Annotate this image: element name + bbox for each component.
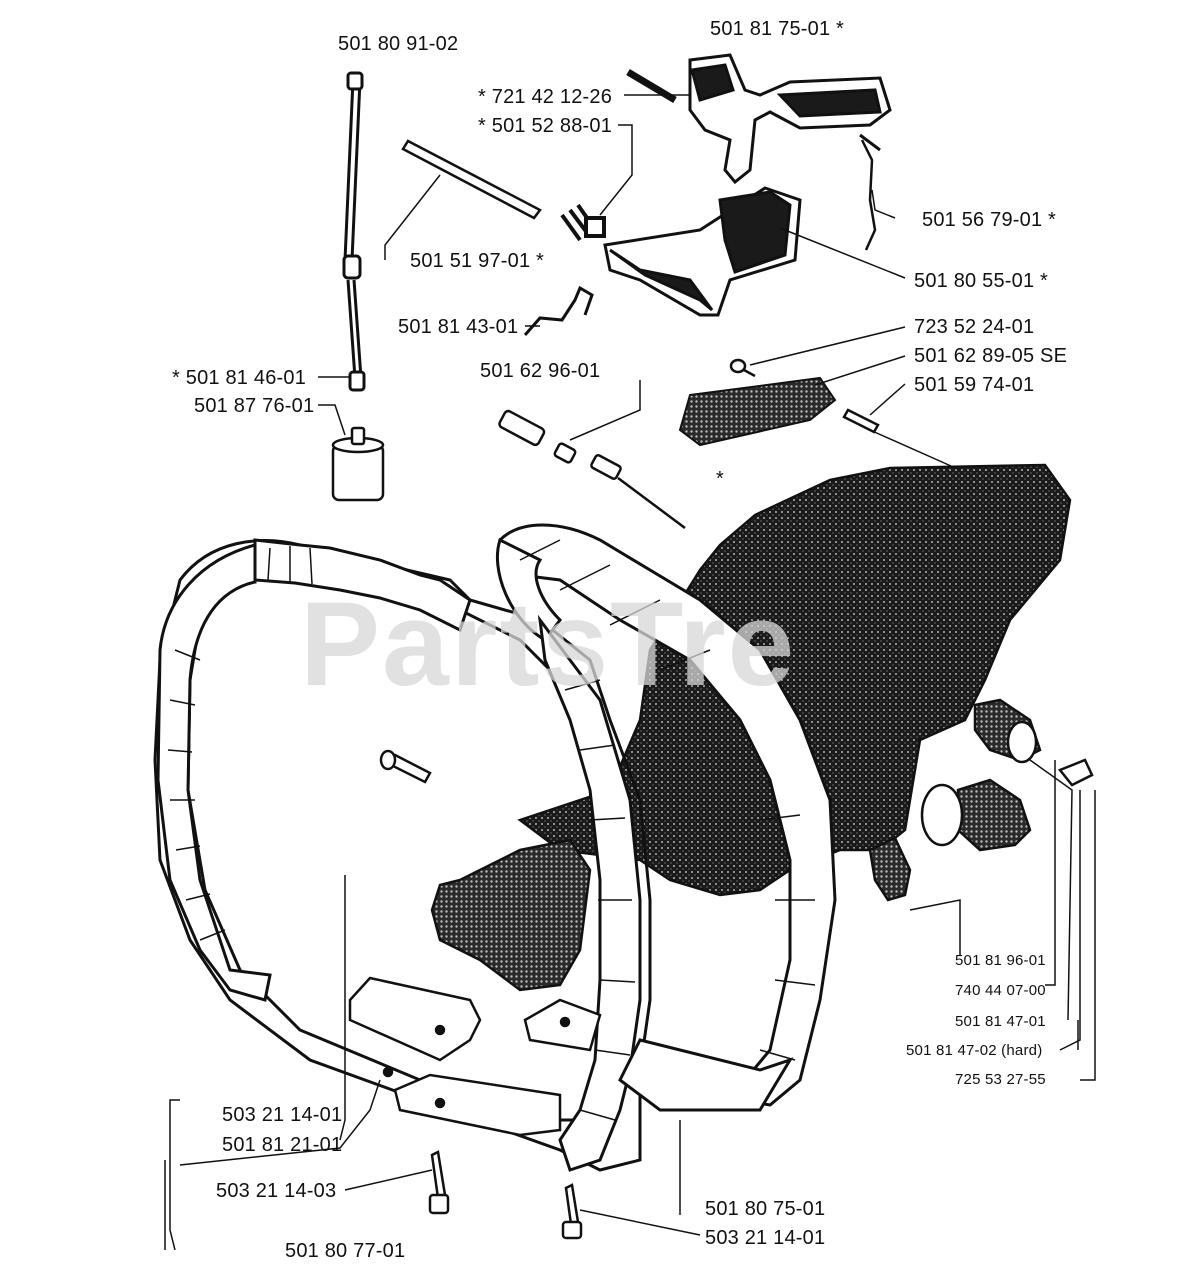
side-parts — [868, 698, 1094, 902]
wire-clip — [523, 285, 594, 336]
watermark: PartsTre — [300, 577, 797, 711]
valve-shaft — [498, 409, 686, 530]
handle-lever — [603, 186, 802, 317]
asterisk-marker: * — [716, 468, 724, 490]
part-label-501-81-43-01: 501 81 43-01 — [398, 316, 519, 338]
pin-part — [401, 139, 542, 220]
throttle-rod — [342, 71, 366, 392]
part-label-501-81-47-02-hard: 501 81 47-02 (hard) — [906, 1042, 1043, 1059]
part-label-740-44-07-00: 740 44 07-00 — [955, 982, 1046, 999]
part-label-501-81-75-01: 501 81 75-01 * — [710, 18, 845, 40]
cover-plate — [678, 376, 837, 447]
part-label-501-80-55-01: 501 80 55-01 * — [914, 270, 1049, 292]
throttle-trigger — [688, 53, 892, 185]
grip-ribs — [167, 539, 816, 1121]
part-label-501-56-79-01: 501 56 79-01 * — [922, 209, 1057, 231]
part-label-723-52-24-01: 723 52 24-01 — [914, 316, 1035, 338]
small-spring — [560, 203, 606, 242]
part-label-501-80-91-02: 501 80 91-02 — [338, 33, 459, 55]
part-label-503-21-14-01-bottom: 503 21 14-01 — [705, 1227, 826, 1249]
part-label-501-80-75-01: 501 80 75-01 — [705, 1198, 826, 1220]
mount-bracket — [348, 976, 602, 1137]
part-label-501-81-47-01: 501 81 47-01 — [955, 1013, 1046, 1030]
part-label-501-80-77-01: 501 80 77-01 — [285, 1240, 406, 1262]
part-label-503-21-14-01-left: 503 21 14-01 — [222, 1104, 343, 1126]
part-label-721-42-12-26: * 721 42 12-26 — [478, 86, 613, 108]
mount-screws — [379, 749, 583, 1240]
small-screw — [729, 358, 756, 378]
part-label-501-62-96-01: 501 62 96-01 — [480, 360, 601, 382]
part-label-725-53-27-55: 725 53 27-55 — [955, 1071, 1046, 1088]
part-label-501-87-76-01: 501 87 76-01 — [194, 395, 315, 417]
front-handle-bar — [153, 523, 837, 1172]
part-label-501-51-97-01: 501 51 97-01 * — [410, 250, 545, 272]
cap-part — [331, 426, 385, 502]
leader-lines — [164, 94, 1096, 1251]
part-label-501-52-88-01: * 501 52 88-01 — [478, 115, 613, 137]
spring-part — [626, 68, 677, 104]
part-label-501-81-96-01: 501 81 96-01 — [955, 952, 1046, 969]
part-label-501-81-21-01: 501 81 21-01 — [222, 1134, 343, 1156]
part-label-501-62-89-05-se: 501 62 89-05 SE — [914, 345, 1068, 367]
part-label-503-21-14-03: 503 21 14-03 — [216, 1180, 337, 1202]
part-label-501-81-46-01: * 501 81 46-01 — [172, 367, 307, 389]
wire-spring — [860, 139, 877, 251]
part-label-501-59-74-01: 501 59 74-01 — [914, 374, 1035, 396]
